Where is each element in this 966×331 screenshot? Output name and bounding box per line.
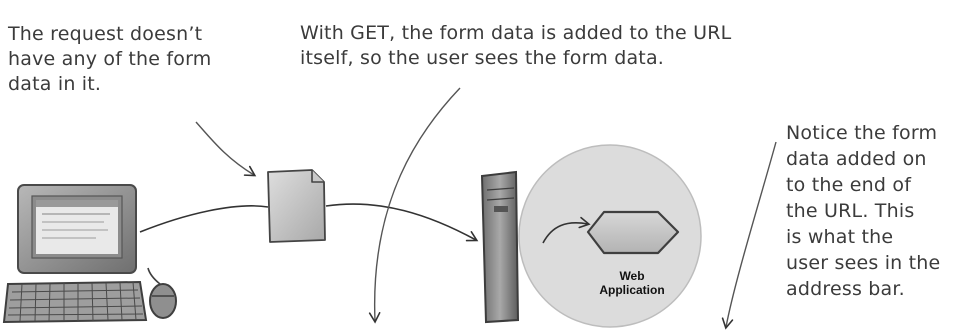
server-tower-icon — [480, 170, 520, 324]
get-annotation: With GET, the form data is added to the … — [300, 22, 732, 69]
connection-line — [139, 205, 269, 233]
request-arrow — [325, 203, 479, 242]
web-application-icon: Web Application — [586, 210, 680, 297]
dispatch-arrow — [542, 216, 591, 244]
web-app-label-line2: Application — [599, 283, 664, 297]
request-annotation: The request doesn’t have any of the form… — [8, 23, 212, 95]
web-app-label-line1: Web — [619, 269, 644, 283]
client-computer-icon — [2, 184, 177, 324]
request-pointer-arrow — [195, 121, 257, 177]
request-document-icon — [267, 169, 326, 243]
url-pointer-arrow — [721, 141, 777, 330]
get-pointer-arrow — [368, 87, 461, 324]
url-annotation: Notice the form data added on to the end… — [786, 122, 941, 300]
